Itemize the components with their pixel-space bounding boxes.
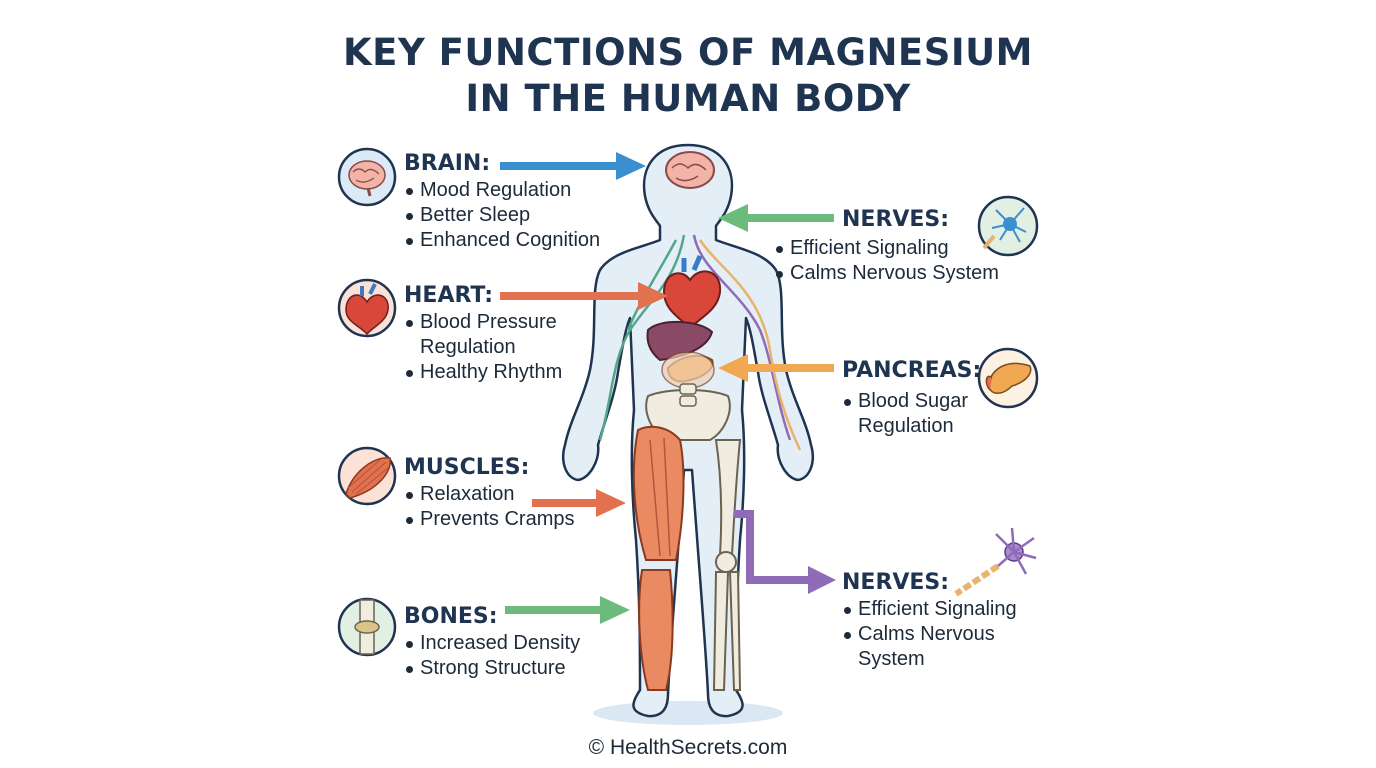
arrow-nerves-top (718, 204, 834, 232)
brain-item: Enhanced Cognition (404, 228, 600, 253)
muscles-item: Prevents Cramps (404, 507, 575, 532)
spine-icon (679, 383, 697, 407)
nerves-bottom-items: Efficient Signaling Calms Nervous System (842, 597, 1017, 672)
title-line-1: KEY FUNCTIONS OF MAGNESIUM (343, 31, 1033, 74)
liver-icon (646, 320, 714, 362)
nerves-bottom-item: Calms Nervous (842, 622, 1017, 647)
copyright-footer: © HealthSecrets.com (588, 736, 788, 759)
pancreas-icon (977, 347, 1039, 409)
brain-section: BRAIN: Mood Regulation Better Sleep Enha… (404, 150, 600, 253)
nerves-top-heading-wrap: NERVES: (842, 206, 949, 234)
pancreas-heading: PANCREAS: (842, 358, 982, 383)
pancreas-section: PANCREAS: Blood Sugar Regulation (842, 357, 981, 439)
page-title: KEY FUNCTIONS OF MAGNESIUM IN THE HUMAN … (0, 30, 1376, 122)
heart-heading: HEART: (404, 283, 494, 308)
nerves-top-item: Efficient Signaling (774, 236, 999, 261)
bone-joint-icon (337, 597, 397, 657)
bones-item: Increased Density (404, 631, 580, 656)
bones-section: BONES: Increased Density Strong Structur… (404, 603, 580, 681)
brain-item: Mood Regulation (404, 178, 600, 203)
heart-item: Healthy Rhythm (404, 360, 562, 385)
nerves-top-section: Efficient Signaling Calms Nervous System (774, 236, 999, 286)
heart-item: Blood Pressure (404, 310, 562, 335)
arrow-bones (505, 596, 630, 624)
nerves-top-items: Efficient Signaling Calms Nervous System (774, 236, 999, 286)
bones-items: Increased Density Strong Structure (404, 631, 580, 681)
ground-shadow (593, 701, 783, 725)
heart-items: Blood Pressure Regulation Healthy Rhythm (404, 310, 562, 385)
brain-item: Better Sleep (404, 203, 600, 228)
nerves-bottom-heading: NERVES: (842, 570, 950, 595)
muscles-items: Relaxation Prevents Cramps (404, 482, 575, 532)
muscle-icon (337, 446, 397, 506)
chest-heart-icon (662, 255, 722, 330)
heart-item: Regulation (420, 336, 516, 358)
arrow-heart (500, 282, 668, 310)
brain-items: Mood Regulation Better Sleep Enhanced Co… (404, 178, 600, 253)
pancreas-items: Blood Sugar Regulation (842, 389, 981, 439)
muscles-item: Relaxation (404, 482, 575, 507)
pancreas-item: Regulation (858, 415, 954, 437)
leg-bones-icon (712, 439, 742, 691)
arrow-pancreas (718, 354, 834, 382)
muscles-heading: MUSCLES: (404, 455, 530, 480)
title-line-2: IN THE HUMAN BODY (465, 77, 911, 120)
nerves-top-item: Calms Nervous System (774, 261, 999, 286)
muscles-section: MUSCLES: Relaxation Prevents Cramps (404, 454, 575, 532)
nerves-bottom-section: NERVES: Efficient Signaling Calms Nervou… (842, 569, 1017, 672)
heart-section: HEART: Blood Pressure Regulation Healthy… (404, 282, 562, 385)
leg-muscles-icon (632, 425, 685, 691)
nerves-top-heading: NERVES: (842, 207, 950, 232)
arrow-brain (500, 152, 646, 180)
neuron-icon (954, 527, 1037, 597)
arrow-muscles (532, 489, 626, 517)
brain-icon (337, 147, 397, 207)
intestine-icon (661, 351, 715, 389)
nerve-cell-icon (977, 195, 1039, 257)
body-nerve-lines (598, 234, 802, 451)
arrow-nerves-bottom (734, 510, 836, 594)
heart-icon (337, 278, 397, 338)
bones-heading: BONES: (404, 604, 498, 629)
nerves-bottom-item: System (858, 648, 925, 670)
head-brain-icon (665, 151, 715, 189)
brain-heading: BRAIN: (404, 151, 491, 176)
pancreas-item: Blood Sugar (842, 389, 981, 414)
nerves-bottom-item: Efficient Signaling (842, 597, 1017, 622)
bones-item: Strong Structure (404, 656, 580, 681)
